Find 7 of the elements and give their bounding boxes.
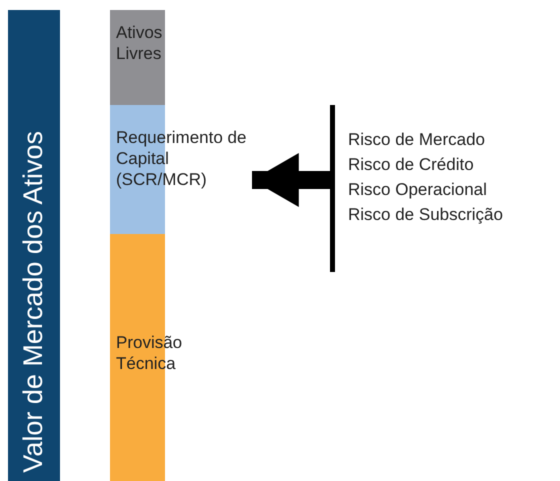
risk-item: Risco de Mercado [348, 129, 486, 151]
risk-item: Risco Operacional [348, 179, 487, 201]
risk-item: Risco de Crédito [348, 154, 474, 176]
arrow [252, 153, 330, 207]
axis-title: Valor de Mercado dos Ativos [17, 131, 49, 473]
risk-item: Risco de Subscrição [348, 204, 503, 226]
title-band [8, 10, 60, 481]
